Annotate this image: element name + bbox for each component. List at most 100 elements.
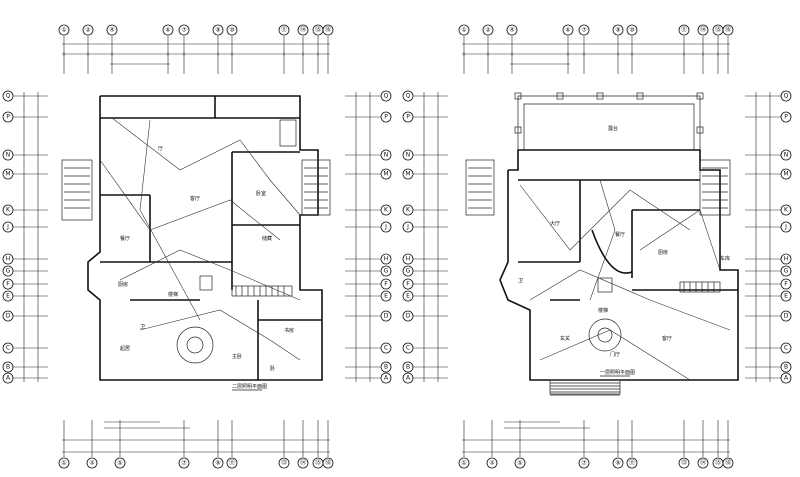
room-label: 车库 — [720, 255, 730, 262]
fixture-box — [279, 119, 297, 147]
lighting-circuit — [539, 329, 691, 381]
right-axis-bubble: K — [384, 207, 389, 214]
bottom-axis-bubble-circle — [697, 457, 709, 469]
bottom-axis-bubble: ⑭ — [300, 459, 306, 467]
right-axis-bubble: G — [784, 268, 789, 275]
room-label: 门厅 — [610, 351, 620, 358]
left-axis-bubble: J — [406, 224, 409, 231]
top-axis-bubble: ⑦ — [581, 27, 587, 34]
right-axis-bubble: F — [384, 281, 388, 288]
bottom-axis-bubble-circle — [722, 457, 734, 469]
right-axis-bubble: D — [384, 313, 389, 320]
plan-caption: 一层照明平面图 — [600, 370, 635, 376]
room-label: 露台 — [608, 125, 618, 132]
exterior-wall — [87, 95, 323, 381]
right-axis-bubble: E — [784, 293, 788, 300]
left-axis-bubble: C — [406, 345, 410, 352]
top-axis-bubble-circle — [58, 24, 70, 36]
balcony-right — [301, 159, 331, 216]
top-axis-bubble: ② — [85, 27, 91, 34]
column — [556, 92, 564, 100]
column — [596, 92, 604, 100]
stair-landing — [231, 285, 293, 297]
top-axis-bubble-circle — [226, 24, 238, 36]
left-axis-bubble: B — [406, 364, 410, 371]
room-label: 客厅 — [190, 195, 200, 202]
left-axis-bubble: M — [405, 171, 410, 178]
bottom-axis-bubble: ⑬ — [681, 459, 687, 467]
bottom-axis-bubble-circle — [212, 457, 224, 469]
top-axis-bubble: ⑯ — [725, 26, 731, 34]
bottom-axis-bubble-circle — [178, 457, 190, 469]
top-axis-bubble-circle — [322, 24, 334, 36]
right-axis-bubble: N — [384, 152, 389, 159]
lighting-circuit — [639, 209, 721, 271]
left-axis-bubble: E — [406, 293, 410, 300]
lighting-circuit — [119, 249, 301, 301]
room-label: 楼梯 — [168, 291, 178, 298]
room-label: 起居 — [120, 346, 130, 352]
bottom-axis-bubble: ⑦ — [181, 460, 187, 467]
room-label: 厨房 — [658, 249, 668, 256]
top-axis-bubble-circle — [297, 24, 309, 36]
lighting-circuit — [529, 269, 731, 331]
top-axis-bubble-circle — [626, 24, 638, 36]
lighting-circuit — [111, 117, 301, 216]
bottom-axis-bubble-circle — [297, 457, 309, 469]
right-axis-bubble: J — [784, 224, 787, 231]
bottom-axis-bubble: ③ — [89, 460, 94, 467]
spiral-stair-core — [186, 336, 204, 354]
room-label: 主卧 — [232, 353, 242, 360]
left-axis-bubble: N — [6, 152, 11, 159]
bottom-axis-bubble-circle — [578, 457, 590, 469]
room-label: 客厅 — [662, 335, 672, 342]
left-axis-bubble: G — [406, 268, 411, 275]
balcony-left — [61, 159, 93, 221]
left-axis-bubble: F — [6, 281, 10, 288]
top-axis-bubble: ⑥ — [165, 27, 170, 34]
left-axis-bubble: M — [5, 171, 10, 178]
bottom-axis-bubble: ⑨ — [615, 460, 620, 467]
right-axis-bubble: A — [784, 375, 789, 382]
right-axis-bubble: A — [384, 375, 389, 382]
right-axis-bubble: B — [384, 364, 388, 371]
right-axis-bubble: M — [383, 171, 388, 178]
bottom-axis-bubble-circle — [322, 457, 334, 469]
top-axis-bubble-circle — [278, 24, 290, 36]
room-label: 卧室 — [256, 190, 266, 197]
spiral-stair — [176, 326, 214, 364]
left-axis-bubble: Q — [6, 93, 11, 100]
room-label: 餐厅 — [615, 231, 625, 238]
room-label: 厅 — [158, 146, 163, 152]
column — [514, 126, 522, 134]
bottom-axis-bubble: ③ — [489, 460, 494, 467]
room-label: 玄关 — [560, 335, 570, 342]
left-axis-bubble: C — [6, 345, 10, 352]
right-axis-bubble: F — [784, 281, 788, 288]
column — [696, 92, 704, 100]
top-axis-bubble-circle — [212, 24, 224, 36]
entry-stair-left — [465, 159, 495, 216]
entrance-steps — [549, 379, 621, 395]
top-axis-bubble: ⑪ — [681, 26, 687, 34]
bottom-axis-bubble-circle — [612, 457, 624, 469]
bottom-axis-bubble-circle — [486, 457, 498, 469]
left-axis-bubble: J — [6, 224, 9, 231]
left-axis-bubble: E — [6, 293, 10, 300]
top-axis-bubble-circle — [678, 24, 690, 36]
bottom-axis-bubble-circle — [86, 457, 98, 469]
top-axis-bubble-circle — [482, 24, 494, 36]
top-axis-bubble-circle — [612, 24, 624, 36]
bottom-axis-bubble-circle — [226, 457, 238, 469]
left-axis-bubble: K — [6, 207, 11, 214]
curved-wall — [591, 229, 633, 274]
top-axis-bubble: ⑮ — [715, 26, 721, 34]
top-axis-bubble-circle — [562, 24, 574, 36]
room-label: 储藏 — [262, 235, 272, 242]
left-axis-bubble: G — [6, 268, 11, 275]
bottom-axis-bubble: ① — [61, 460, 66, 467]
bottom-axis-bubble: ⑨ — [215, 460, 220, 467]
column — [514, 92, 522, 100]
